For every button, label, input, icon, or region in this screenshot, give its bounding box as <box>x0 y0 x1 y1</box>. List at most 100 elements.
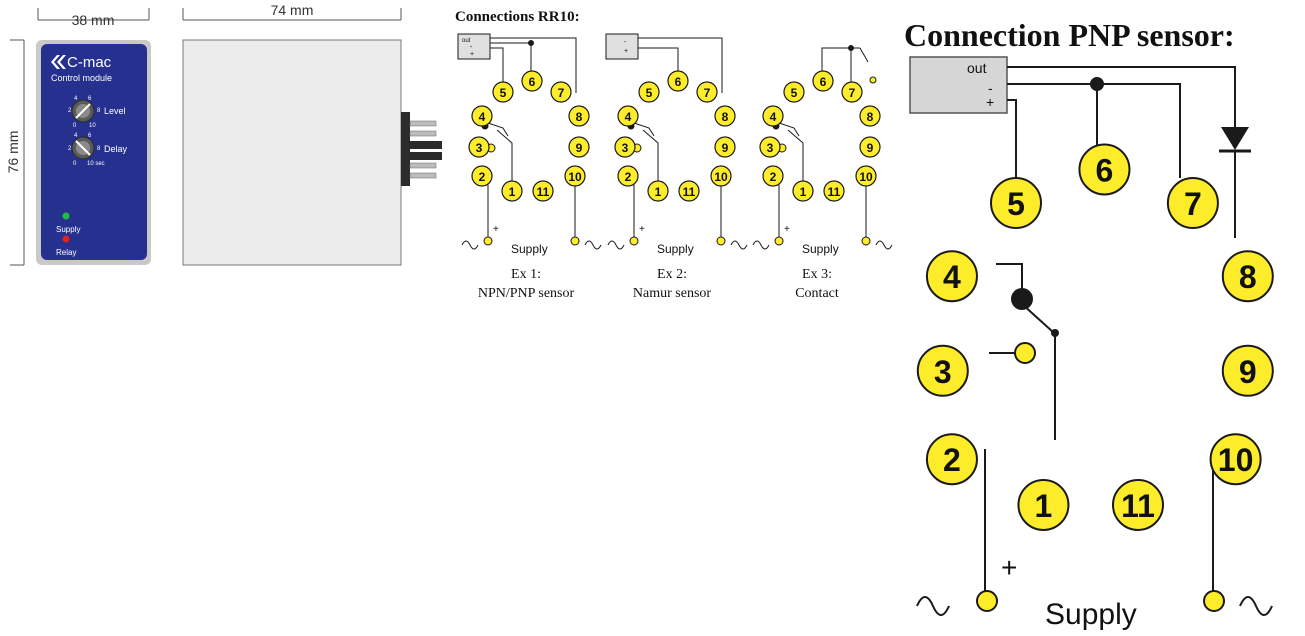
example-2-plus: + <box>639 224 645 235</box>
large-pin-5: 5 <box>990 177 1042 229</box>
example-1-sensor-minus: - <box>470 44 473 51</box>
example-1-pin-6: 6 <box>521 70 543 92</box>
delay-scale-4: 4 <box>74 133 78 139</box>
svg-text:1: 1 <box>800 185 807 199</box>
dimension-side-width: 74 mm <box>182 2 402 21</box>
svg-text:11: 11 <box>828 185 841 199</box>
example-2-pin-10: 10 <box>710 165 732 187</box>
example-2-sensor-plus: + <box>624 48 628 55</box>
delay-knob[interactable] <box>71 136 95 160</box>
level-scale-2: 2 <box>68 108 72 114</box>
relay-led-icon <box>62 235 70 243</box>
svg-text:7: 7 <box>558 86 565 100</box>
delay-label: Delay <box>104 144 128 154</box>
svg-text:3: 3 <box>622 141 629 155</box>
svg-text:3: 3 <box>934 354 952 390</box>
example-3-pin-1: 1 <box>792 180 814 202</box>
small-section-title: Connections RR10: <box>455 9 580 25</box>
example-2-pin-4: 4 <box>617 105 639 127</box>
front-width-label: 38 mm <box>72 12 115 28</box>
large-sensor-plus: + <box>986 94 994 110</box>
svg-text:10: 10 <box>1218 442 1254 478</box>
example-1-pin-7: 7 <box>550 81 572 103</box>
delay-scale-6: 6 <box>88 133 92 139</box>
level-scale-6: 6 <box>88 96 92 102</box>
level-scale-8: 8 <box>97 108 101 114</box>
large-pin-8: 8 <box>1221 250 1274 303</box>
module-panel <box>41 44 147 260</box>
svg-text:2: 2 <box>625 170 632 184</box>
example-1-pin-2: 2 <box>471 165 493 187</box>
svg-text:7: 7 <box>1184 186 1202 222</box>
svg-text:5: 5 <box>1007 186 1025 222</box>
supply-led-icon <box>62 212 70 220</box>
svg-text:3: 3 <box>767 141 774 155</box>
svg-text:11: 11 <box>1121 488 1155 524</box>
brand-name: C-mac <box>67 54 112 71</box>
dimension-front-width: 38 mm <box>37 8 150 28</box>
example-2-pin-3: 3 <box>614 136 636 158</box>
large-pin-7: 7 <box>1166 177 1219 229</box>
svg-text:7: 7 <box>849 86 856 100</box>
svg-text:8: 8 <box>867 110 874 124</box>
example-1-pin-9: 9 <box>568 136 590 158</box>
svg-text:1: 1 <box>655 185 662 199</box>
side-width-label: 74 mm <box>271 2 314 18</box>
example-1-pin-3: 3 <box>468 136 490 158</box>
svg-text:6: 6 <box>529 75 536 89</box>
example-3-pin-6: 6 <box>812 70 834 92</box>
svg-text:8: 8 <box>722 110 729 124</box>
large-supply-label: Supply <box>1045 598 1137 631</box>
delay-scale-2: 2 <box>68 146 72 152</box>
dimension-height: 76 mm <box>5 39 25 266</box>
delay-scale-10: 10 sec <box>87 161 105 167</box>
example-1-pin-10: 10 <box>564 165 586 187</box>
level-scale-4: 4 <box>74 96 78 102</box>
level-scale-10: 10 <box>89 123 96 129</box>
example-3-pin-4: 4 <box>762 105 784 127</box>
example-1-supply: Supply <box>511 242 548 256</box>
socket-pin <box>409 130 437 137</box>
large-pin-4: 4 <box>925 250 978 303</box>
example-2-supply: Supply <box>657 242 694 256</box>
socket-key <box>410 141 442 149</box>
example-3-pin-11: 11 <box>823 180 845 202</box>
example-1-pin-11: 11 <box>532 180 554 202</box>
supply-terminal-minus-icon <box>1203 590 1225 612</box>
example-1-title: Ex 1: <box>511 267 541 282</box>
svg-text:4: 4 <box>943 259 961 295</box>
svg-text:10: 10 <box>859 170 873 184</box>
relay-common-dot <box>1011 288 1033 310</box>
large-pin-1: 1 <box>1017 478 1070 531</box>
large-pin-6: 6 <box>1078 143 1131 196</box>
supply-led-label: Supply <box>56 225 80 234</box>
height-label: 76 mm <box>5 131 21 174</box>
svg-text:6: 6 <box>675 75 682 89</box>
large-pin-2: 2 <box>925 433 978 486</box>
svg-text:2: 2 <box>479 170 486 184</box>
svg-text:9: 9 <box>1239 354 1257 390</box>
example-3-pin-5: 5 <box>783 81 805 103</box>
example-3-subtitle: Contact <box>795 286 839 301</box>
example-2-pin-1: 1 <box>647 180 669 202</box>
svg-text:2: 2 <box>943 442 961 478</box>
pnp-sensor-box <box>909 56 1008 114</box>
control-module-side <box>182 39 442 266</box>
svg-text:5: 5 <box>500 86 507 100</box>
relay-led-label: Relay <box>56 248 76 257</box>
level-scale-0: 0 <box>73 123 77 129</box>
example-1-plus: + <box>493 224 499 235</box>
svg-text:4: 4 <box>625 110 632 124</box>
example-2-pin-6: 6 <box>667 70 689 92</box>
control-module-front: C-mac Control module 2 4 6 8 0 10 Level … <box>36 40 151 265</box>
svg-text:1: 1 <box>509 185 516 199</box>
level-knob[interactable] <box>71 99 95 123</box>
brand-logo-icon <box>51 55 66 69</box>
large-pin-11: 11 <box>1112 478 1164 531</box>
svg-text:4: 4 <box>479 110 486 124</box>
large-pin-10: 10 <box>1209 433 1262 486</box>
example-3-plus: + <box>784 224 790 235</box>
example-2-sensor-minus: - <box>624 39 627 46</box>
